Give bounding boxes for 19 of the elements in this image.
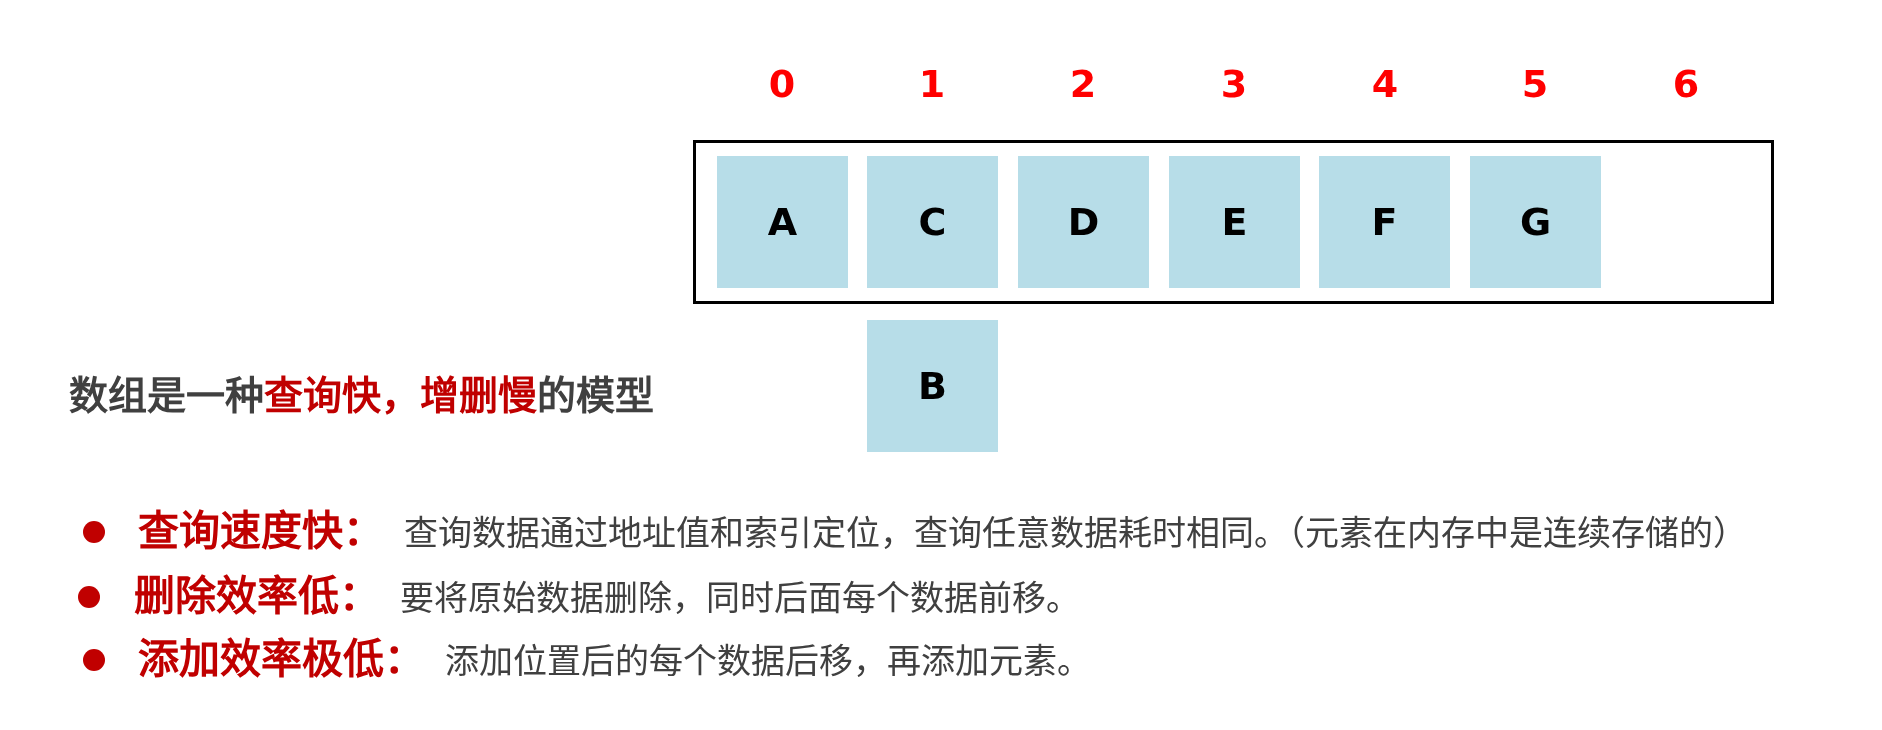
element-tile: A [717,156,848,288]
index-number: 0 [768,65,796,103]
bullet-text: 删除效率低：要将原始数据删除，同时后面每个数据前移。 [134,572,1080,622]
element-tile: E [1169,156,1300,288]
bullet-text: 添加效率极低：添加位置后的每个数据后移，再添加元素。 [138,635,1091,685]
element-tile: F [1319,156,1450,288]
index-number: 5 [1521,65,1549,103]
index-number: 3 [1220,65,1248,103]
index-number: 6 [1672,65,1700,103]
summary-text: 数组是一种查询快，增删慢的模型 [69,373,654,419]
element-tile: G [1470,156,1601,288]
array-frame [693,140,1774,304]
index-number: 4 [1371,65,1399,103]
index-number: 2 [1069,65,1097,103]
index-number: 1 [918,65,946,103]
element-tile: D [1018,156,1149,288]
element-tile: B [867,320,998,452]
element-tile: C [867,156,998,288]
bullet-text: 查询速度快：查询数据通过地址值和索引定位，查询任意数据耗时相同。（元素在内存中是连续存储的） [138,507,1747,557]
